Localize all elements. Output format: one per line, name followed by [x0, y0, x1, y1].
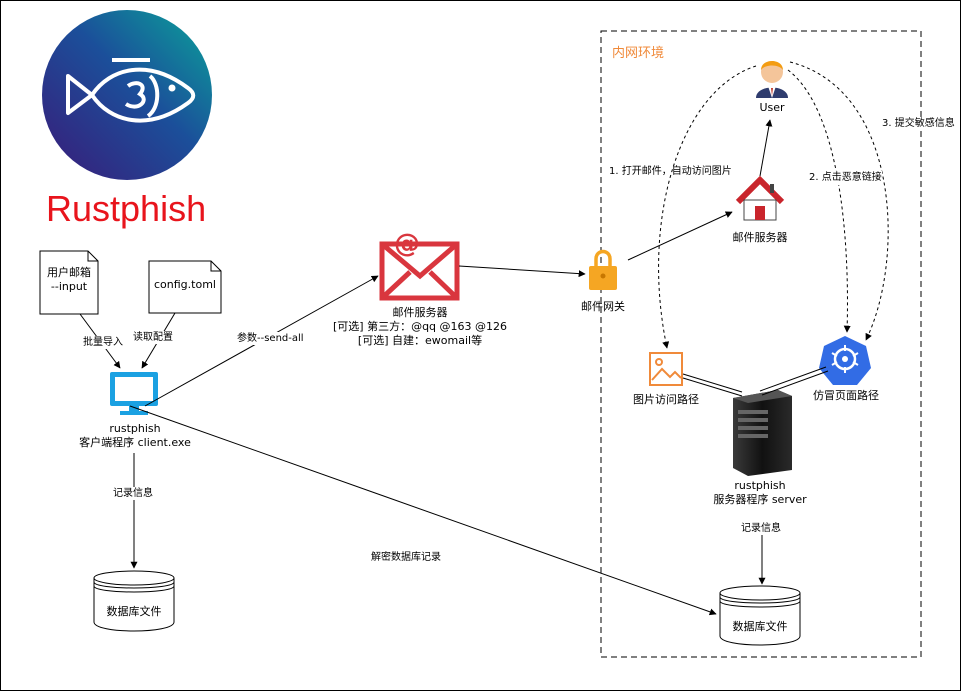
zone-label: 内网环境 — [612, 46, 665, 61]
monitor-icon — [110, 372, 158, 415]
house-icon — [735, 175, 785, 221]
edge-label-decrypt: 解密数据库记录 — [370, 551, 442, 564]
config-note — [148, 260, 222, 314]
user-mailbox-line2: --input — [50, 280, 88, 293]
config-label: config.toml — [154, 278, 216, 291]
client-label: rustphish 客户端程序 client.exe — [60, 422, 210, 450]
db-left-label: 数据库文件 — [106, 605, 162, 618]
gateway-label: 邮件网关 — [581, 300, 625, 313]
phishing-page-label: 仿冒页面路径 — [813, 389, 879, 402]
kubernetes-icon — [819, 336, 871, 385]
edge-gateway-to-mail — [627, 211, 733, 261]
user-label: User — [759, 101, 785, 114]
mail-server-line1: 邮件服务器 — [392, 306, 448, 319]
user-mailbox-note — [39, 250, 99, 315]
edge-step2 — [787, 69, 851, 333]
edge-label-record-right: 记录信息 — [740, 522, 782, 535]
edge-label-send-all: 参数--send-all — [236, 332, 305, 345]
edge-label-bulk-import: 批量导入 — [82, 336, 124, 349]
image-path-label: 图片访问路径 — [633, 393, 699, 406]
edge-step1 — [658, 65, 757, 349]
edge-decrypt — [129, 405, 717, 616]
svg-text:@: @ — [394, 229, 420, 259]
lock-icon — [589, 249, 617, 290]
intranet-zone — [600, 30, 922, 658]
envelope-icon: @ — [379, 229, 460, 301]
edge-mail-to-gateway — [458, 265, 586, 278]
page-title: Rustphish — [46, 188, 207, 229]
db-right-label: 数据库文件 — [732, 620, 788, 633]
server-line1: rustphish — [734, 479, 786, 492]
edge-step3 — [789, 61, 889, 341]
server-tower-icon — [733, 390, 792, 476]
cylinder-icon — [93, 570, 175, 632]
step3-label: 3. 提交敏感信息 — [882, 117, 955, 131]
mail-server-label: 邮件服务器 [可选] 第三方：@qq @163 @126 [可选] 自建：ewo… — [320, 306, 520, 348]
server-label: rustphish 服务器程序 server — [690, 479, 830, 507]
client-line2: 客户端程序 client.exe — [79, 436, 191, 449]
mail-server-line3: [可选] 自建：ewomail等 — [357, 334, 483, 347]
mail-server-line2: [可选] 第三方：@qq @163 @126 — [332, 320, 508, 333]
server-line2: 服务器程序 server — [713, 493, 807, 506]
step1-label: 1. 打开邮件，自动访问图片 — [609, 166, 732, 177]
step2-label: 2. 点击恶意链接 — [809, 171, 882, 185]
user-mailbox-line1: 用户邮箱 — [47, 266, 91, 279]
user-mailbox-label: 用户邮箱 --input — [40, 266, 98, 294]
edge-label-record-left: 记录信息 — [112, 487, 154, 500]
edge-mail-to-user — [759, 119, 773, 177]
client-line1: rustphish — [109, 422, 161, 435]
internal-mail-label: 邮件服务器 — [732, 231, 788, 244]
fish-logo-icon — [42, 10, 212, 180]
server-links — [682, 366, 829, 397]
image-icon — [649, 352, 683, 386]
person-icon — [756, 61, 788, 98]
edge-label-read-config: 读取配置 — [132, 331, 174, 344]
cylinder-icon — [719, 585, 801, 646]
